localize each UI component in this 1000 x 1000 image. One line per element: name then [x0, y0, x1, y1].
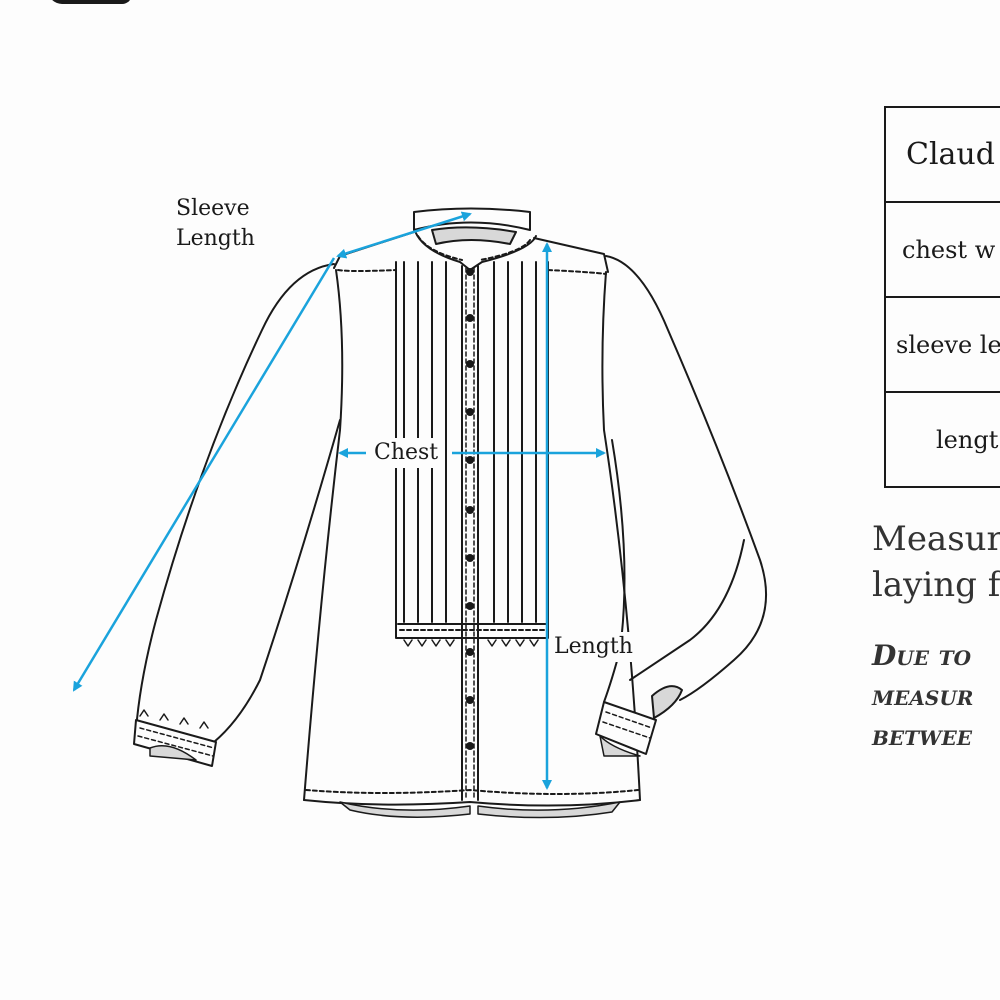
measure-note: Measur laying f: [872, 516, 1000, 608]
disclaimer-line3: betwee: [872, 719, 972, 752]
hem: [303, 799, 641, 807]
sleeve-label-line2: Length: [176, 226, 255, 251]
table-row: Claud: [884, 106, 1000, 203]
right-cuff: [595, 701, 657, 755]
left-sleeve: [135, 263, 335, 731]
collar-inside: [431, 226, 517, 245]
length-label: Length: [552, 632, 635, 662]
table-row: sleeve le: [884, 296, 1000, 393]
table-cell-chest: chest w: [884, 201, 1000, 298]
placket: [461, 265, 479, 801]
table-header: Claud: [884, 106, 1000, 203]
chest-label: Chest: [370, 438, 443, 468]
size-table: Claud chest w sleeve le lengt: [884, 106, 1000, 488]
hem-inside: [339, 801, 471, 818]
sleeve-label-line1: Sleeve: [176, 196, 250, 221]
table-cell-sleeve: sleeve le: [884, 296, 1000, 393]
sleeve-shoulder-arrow: [336, 211, 472, 259]
measure-note-line1: Measur: [872, 519, 1000, 559]
measure-arrows: [72, 211, 606, 790]
left-cuff: [133, 719, 217, 767]
left-side: [303, 269, 344, 801]
disclaimer-line1: Due to: [872, 639, 972, 672]
right-side: [601, 271, 641, 801]
left-shoulder: [333, 231, 415, 269]
table-cell-length: lengt: [884, 391, 1000, 488]
right-sleeve: [605, 255, 767, 701]
measure-note-line2: laying f: [872, 565, 1000, 605]
yoke-seam: [337, 269, 607, 275]
sleeve-length-label: Sleeve Length: [176, 194, 255, 254]
disclaimer-note: Due to measur betwee: [872, 636, 973, 756]
right-shoulder: [533, 237, 609, 273]
disclaimer-line2: measur: [872, 679, 974, 712]
table-row: lengt: [884, 391, 1000, 488]
table-row: chest w: [884, 201, 1000, 298]
blouse-outline: [133, 207, 767, 819]
logo-fragment: [48, 0, 132, 4]
cuff-tab: [651, 685, 683, 719]
buttons: [466, 268, 474, 750]
sleeve-length-arrow: [72, 257, 336, 692]
